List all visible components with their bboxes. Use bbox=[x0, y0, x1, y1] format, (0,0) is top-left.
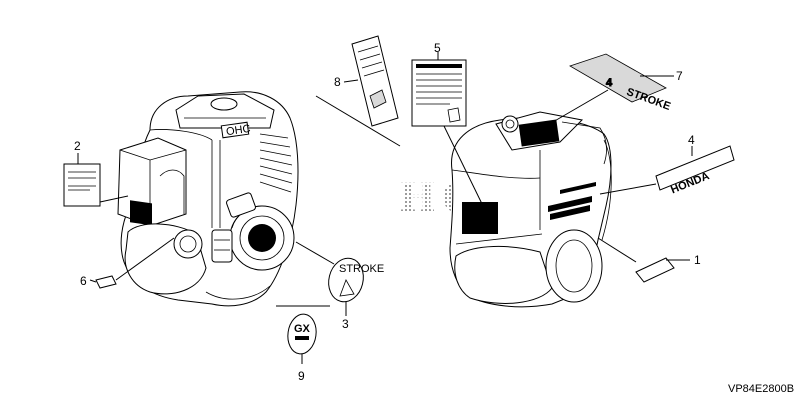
callout-6: 6 bbox=[80, 274, 87, 288]
air-cleaner-label-area bbox=[130, 200, 152, 226]
top-label-area bbox=[518, 119, 560, 147]
callout-9: 9 bbox=[298, 369, 305, 383]
callout-7: 7 bbox=[676, 69, 683, 83]
left-engine-drawing: OHC bbox=[117, 91, 299, 307]
callout-8: 8 bbox=[334, 75, 341, 89]
callout-5: 5 bbox=[434, 41, 441, 55]
side-stripes bbox=[548, 182, 596, 220]
right-engine-drawing bbox=[449, 111, 612, 308]
gx-emblem-text: GX bbox=[294, 323, 311, 335]
drawing-code: VP84E2800B bbox=[728, 383, 794, 395]
recoil-cover bbox=[545, 229, 603, 303]
decal-part-8 bbox=[315, 35, 401, 147]
cooling-fins bbox=[211, 133, 293, 228]
emblem-4-text: 4 bbox=[606, 77, 613, 89]
front-label-area bbox=[462, 202, 498, 234]
callout-3: 3 bbox=[342, 317, 349, 331]
engine-marking-text: OHC bbox=[225, 123, 251, 138]
callout-2: 2 bbox=[74, 139, 81, 153]
decal-part-3: STROKE bbox=[295, 241, 384, 316]
decal-part-6 bbox=[89, 237, 175, 289]
emblem-3-text: STROKE bbox=[339, 263, 384, 275]
decal-part-2 bbox=[63, 153, 129, 207]
callout-numbers: 2 6 3 9 8 5 7 4 1 bbox=[74, 41, 701, 383]
callout-1: 1 bbox=[694, 253, 701, 267]
primer-bulb bbox=[173, 229, 203, 259]
decal-part-9: GX bbox=[276, 305, 330, 364]
callout-4: 4 bbox=[688, 133, 695, 147]
decal-part-1 bbox=[597, 237, 690, 283]
decal-part-4: HONDA bbox=[599, 145, 735, 196]
decal-part-5 bbox=[411, 52, 485, 209]
decal-part-7: 4 STROKE bbox=[545, 53, 674, 127]
